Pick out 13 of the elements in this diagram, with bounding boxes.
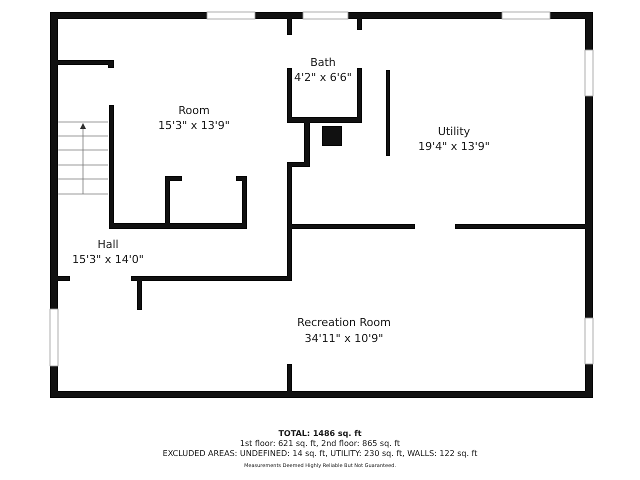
room-label: Utility <box>438 126 470 137</box>
room-label: Hall <box>97 239 119 250</box>
room-dimensions: 15'3" x 13'9" <box>158 120 230 131</box>
room-label: Recreation Room <box>297 317 391 328</box>
room-label: Bath <box>310 57 336 68</box>
area-summary: TOTAL: 1486 sq. ft <box>278 430 362 438</box>
area-summary: 1st floor: 621 sq. ft, 2nd floor: 865 sq. ft <box>240 440 400 448</box>
room-dimensions: 15'3" x 14'0" <box>72 254 144 265</box>
area-summary: EXCLUDED AREAS: UNDEFINED: 14 sq. ft, UTILITY: 230 sq. ft, WALLS: 122 sq. ft <box>162 450 478 458</box>
room-dimensions: 4'2" x 6'6" <box>294 72 352 83</box>
room-dimensions: 19'4" x 13'9" <box>418 141 490 152</box>
room-label: Room <box>178 105 210 116</box>
room-dimensions: 34'11" x 10'9" <box>304 333 384 344</box>
